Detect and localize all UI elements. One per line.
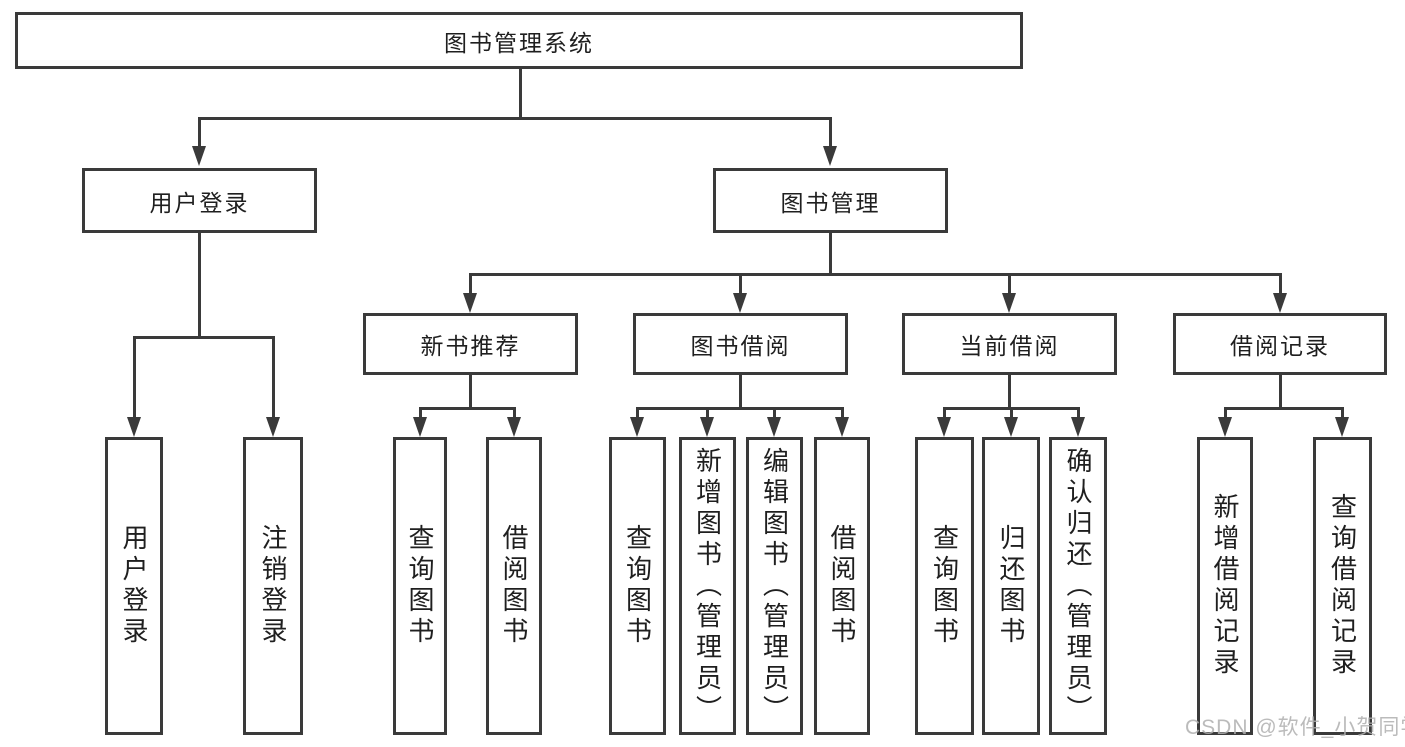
arrow-cb-query (942, 407, 946, 417)
node-new-book-rec: 新书推荐 (363, 313, 578, 375)
leaf-nb-query-books: 查询图书 (393, 437, 447, 735)
connector-user-login-stem (197, 231, 201, 339)
connector-user-login-bar (132, 336, 275, 339)
arrow-br-add (1223, 407, 1227, 417)
arrow-cb-return (1009, 407, 1013, 417)
leaf-br-query-record: 查询借阅记录 (1313, 437, 1372, 735)
node-current-borrow-label: 当前借阅 (959, 333, 1060, 359)
arrow-to-leaf-login (132, 336, 136, 417)
arrow-bb-edit (772, 407, 776, 417)
leaf-bb-borrow-books: 借阅图书 (814, 437, 870, 735)
arrow-br-query (1340, 407, 1344, 417)
connector-root-stem (518, 66, 522, 120)
connector-borrow-record-bar (1223, 407, 1344, 410)
leaf-bb-query-books: 查询图书 (609, 437, 666, 735)
node-new-book-rec-label: 新书推荐 (420, 333, 521, 359)
connector-book-mgmt-stem (828, 231, 832, 276)
node-borrow-records-label: 借阅记录 (1230, 333, 1330, 359)
node-book-borrow: 图书借阅 (633, 313, 848, 375)
arrow-to-book-borrow (738, 273, 742, 293)
node-book-borrow-label: 图书借阅 (690, 333, 791, 359)
connector-level2-bar (197, 117, 832, 120)
connector-borrow-record-stem (1278, 373, 1282, 410)
leaf-cb-query-books-label: 查询图书 (929, 524, 960, 648)
arrow-bb-query (635, 407, 639, 417)
arrow-nb-borrow (512, 407, 516, 417)
arrow-nb-query (418, 407, 422, 417)
leaf-bb-add-books-label: 新增图书（管理员） (692, 446, 723, 726)
leaf-cb-confirm-return: 确认归还（管理员） (1049, 437, 1107, 735)
node-borrow-records: 借阅记录 (1173, 313, 1387, 375)
node-book-mgmt-label: 图书管理 (780, 189, 881, 216)
csdn-watermark: CSDN @软件_小贺同学 (1185, 716, 1405, 739)
leaf-bb-edit-books: 编辑图书（管理员） (746, 437, 803, 735)
arrow-to-current-borrow (1007, 273, 1011, 293)
connector-level3-bar (468, 273, 1282, 276)
leaf-logout-label: 注销登录 (258, 524, 288, 648)
leaf-bb-edit-books-label: 编辑图书（管理员） (759, 446, 790, 726)
connector-new-book-stem (468, 373, 472, 410)
leaf-bb-borrow-books-label: 借阅图书 (827, 524, 857, 648)
arrow-bb-add (705, 407, 709, 417)
connector-current-borrow-stem (1007, 373, 1011, 410)
leaf-cb-return-books: 归还图书 (982, 437, 1040, 735)
leaf-cb-return-books-label: 归还图书 (996, 524, 1026, 648)
node-current-borrow: 当前借阅 (902, 313, 1117, 375)
node-book-mgmt: 图书管理 (713, 168, 948, 233)
leaf-logout: 注销登录 (243, 437, 303, 735)
leaf-bb-query-books-label: 查询图书 (622, 524, 653, 648)
arrow-to-book-mgmt (828, 117, 832, 146)
connector-new-book-bar (418, 407, 516, 410)
leaf-br-add-record: 新增借阅记录 (1197, 437, 1253, 735)
leaf-bb-add-books: 新增图书（管理员） (679, 437, 736, 735)
node-user-login: 用户登录 (82, 168, 317, 233)
node-user-login-label: 用户登录 (149, 189, 250, 216)
arrow-to-user-login (197, 117, 201, 146)
leaf-cb-confirm-return-label: 确认归还（管理员） (1063, 446, 1093, 726)
node-root: 图书管理系统 (15, 12, 1023, 69)
leaf-br-add-record-label: 新增借阅记录 (1210, 493, 1240, 679)
leaf-br-query-record-label: 查询借阅记录 (1327, 493, 1358, 679)
leaf-nb-borrow-books-label: 借阅图书 (499, 524, 529, 648)
connector-book-borrow-bar (635, 407, 844, 410)
node-root-label: 图书管理系统 (444, 29, 594, 56)
leaf-user-login: 用户登录 (105, 437, 163, 735)
arrow-bb-borrow (840, 407, 844, 417)
arrow-to-borrow-record (1278, 273, 1282, 293)
leaf-nb-borrow-books: 借阅图书 (486, 437, 542, 735)
arrow-cb-confirm (1076, 407, 1080, 417)
leaf-cb-query-books: 查询图书 (915, 437, 974, 735)
arrow-to-new-book (468, 273, 472, 293)
connector-book-borrow-stem (738, 373, 742, 410)
arrow-to-leaf-logout (271, 336, 275, 417)
leaf-user-login-label: 用户登录 (119, 524, 149, 648)
leaf-nb-query-books-label: 查询图书 (405, 524, 435, 648)
